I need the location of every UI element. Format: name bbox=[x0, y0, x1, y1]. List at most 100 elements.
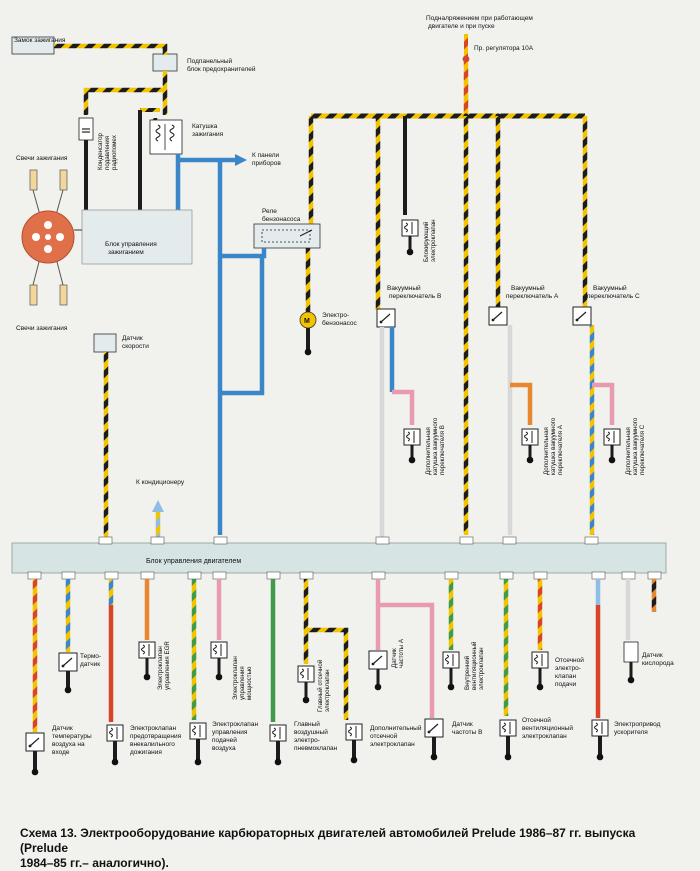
arrow-to-panel-icon bbox=[235, 154, 247, 166]
fuel-pump-label: Электро- bbox=[322, 312, 349, 319]
vacuum-switch-b-label: переключатель В bbox=[389, 293, 441, 300]
main-air-valve-label: электро- bbox=[294, 737, 320, 744]
arrow-to-ac-icon bbox=[152, 500, 164, 512]
iat-sensor-label: воздуха на bbox=[52, 741, 85, 748]
wire-relay-blue bbox=[220, 248, 267, 259]
inner-vent-valve-label: электроклапан bbox=[478, 647, 485, 690]
fuse-block-label: Подпанельный bbox=[187, 57, 233, 65]
freq-sensor-b-label: частоты В bbox=[452, 729, 482, 736]
antidiesel-valve-label: предотвращения bbox=[130, 733, 182, 740]
to-ac-label: К кондиционеру bbox=[136, 479, 185, 486]
main-air-valve-label: пневмоклапан bbox=[294, 745, 338, 752]
thermo-sensor-label: датчик bbox=[80, 661, 100, 668]
spark-plug-icon bbox=[29, 169, 68, 306]
figure-caption: Схема 13. Электрооборудование карбюратор… bbox=[20, 826, 680, 871]
air-supply-valve-label: воздуха bbox=[212, 745, 236, 752]
bypass-valve-coil-icon bbox=[401, 219, 419, 237]
o2-sensor-label: Датчик bbox=[642, 652, 663, 659]
caption-line: 1984–85 гг.– аналогично). bbox=[20, 856, 169, 870]
main-air-valve-icon bbox=[269, 724, 287, 742]
fuse-10a-icon bbox=[462, 55, 470, 63]
wire-fuse-to-condenser bbox=[83, 87, 165, 115]
aux-coil-a-label: переключателя А bbox=[557, 424, 564, 475]
air-supply-valve-label: подачей bbox=[212, 736, 237, 744]
freq-sensor-a-label: Датчик bbox=[391, 648, 398, 668]
speed-sensor-box bbox=[93, 333, 117, 353]
ignition-switch-label: Замок зажигания bbox=[14, 37, 66, 44]
inner-vent-valve-label: вентиляционный bbox=[471, 641, 478, 690]
cutoff-valve-label: подачи bbox=[555, 681, 577, 688]
ignition-control-label: Блок управления bbox=[105, 241, 157, 248]
bypass-valve-label: электроклапан bbox=[430, 219, 437, 262]
bypass-valve-label: Блокирующий bbox=[423, 221, 430, 262]
wire-add-valve bbox=[306, 627, 349, 720]
antidiesel-valve-label: внекалильного bbox=[130, 741, 175, 748]
svg-text:M: M bbox=[304, 318, 310, 325]
fuse-block-label: блок предохранителей bbox=[187, 65, 256, 73]
spark-plugs-bottom-label: Свечи зажигания bbox=[16, 325, 68, 332]
cut-vent-valve-label: Отсечной bbox=[522, 716, 551, 724]
power-valve-label: управления bbox=[239, 666, 246, 700]
air-supply-valve-icon bbox=[189, 722, 207, 740]
inner-vent-valve-icon bbox=[442, 651, 460, 669]
aux-coil-c-label: переключателя С bbox=[639, 424, 646, 475]
egr-valve-label: управления EGR bbox=[164, 641, 171, 690]
cut-vent-valve-label: вентиляционный bbox=[522, 724, 573, 732]
accel-actuator-icon bbox=[591, 719, 609, 737]
cut-vent-valve-label: электроклапан bbox=[522, 733, 567, 740]
aux-coil-c-label: катушка вакуумного bbox=[632, 417, 639, 475]
ignition-coil-label: зажигания bbox=[192, 131, 224, 138]
caption-line: Схема 13. Электрооборудование карбюратор… bbox=[20, 826, 636, 855]
fuel-pump-relay-label: Реле bbox=[262, 208, 277, 215]
add-cut-valve-label: Дополнительный bbox=[370, 724, 422, 732]
wire-freq-b bbox=[378, 602, 435, 718]
ignition-coil-label: Катушка bbox=[192, 123, 218, 130]
add-cut-valve-label: отсечной bbox=[370, 732, 398, 740]
iat-sensor-label: Датчик bbox=[52, 725, 73, 732]
egr-valve-icon bbox=[138, 641, 156, 659]
air-supply-valve-label: Электроклапан bbox=[212, 721, 258, 728]
freq-sensor-a-icon bbox=[368, 650, 388, 670]
cut-vent-valve-icon bbox=[499, 719, 517, 737]
power-valve-label: мощностью bbox=[246, 666, 253, 700]
freq-sensor-b-label: Датчик bbox=[452, 721, 473, 728]
cutoff-valve-label: электро- bbox=[555, 665, 581, 672]
supply-label: двигателе и при пуске bbox=[428, 23, 495, 30]
vacuum-switch-c-label: переключатель С bbox=[587, 293, 640, 300]
vacuum-switch-c-label: Вакуумный bbox=[593, 284, 627, 292]
ignition-control-unit bbox=[81, 209, 193, 265]
condenser-label: радиопомех bbox=[111, 134, 118, 170]
cutoff-valve-label: Отсечной bbox=[555, 656, 584, 664]
thermo-sensor-label: Термо- bbox=[80, 653, 101, 660]
aux-coil-b-icon bbox=[403, 428, 421, 446]
aux-coil-b-label: Дополнительная bbox=[425, 427, 432, 475]
iat-sensor-label: входе bbox=[52, 749, 70, 756]
to-panel-label: приборов bbox=[252, 159, 281, 167]
aux-coil-a-icon bbox=[521, 428, 539, 446]
ignition-control-label: зажиганием bbox=[108, 249, 144, 256]
aux-coil-b-label: переключателя В bbox=[439, 425, 446, 475]
freq-sensor-b-icon bbox=[424, 718, 444, 738]
vacuum-switch-c-icon bbox=[572, 306, 592, 326]
air-supply-valve-label: управления bbox=[212, 729, 248, 736]
engine-control-unit bbox=[11, 542, 667, 574]
aux-coil-c-label: Дополнительная bbox=[625, 427, 632, 475]
aux-coil-a-label: катушка вакуумного bbox=[550, 417, 557, 475]
vacuum-switch-a-icon bbox=[488, 306, 508, 326]
main-air-valve-label: воздушный bbox=[294, 728, 328, 736]
supply-label: Подналряжением при работающем bbox=[426, 14, 533, 22]
speed-sensor-label: скорости bbox=[122, 343, 149, 350]
iat-sensor-label: температуры bbox=[52, 733, 92, 740]
power-valve-icon bbox=[210, 641, 228, 659]
egr-valve-label: Электроклапан bbox=[157, 646, 164, 690]
add-cut-valve-label: электроклапан bbox=[370, 741, 415, 748]
vacuum-switch-b-label: Вакуумный bbox=[387, 284, 421, 292]
accel-actuator-label: Электропривод bbox=[614, 721, 661, 728]
o2-sensor-label: кислорода bbox=[642, 660, 674, 667]
vacuum-switch-a-label: переключатель А bbox=[506, 293, 559, 300]
wire-blue-loop bbox=[220, 256, 265, 396]
condenser-label: Конденсатор bbox=[97, 132, 104, 170]
to-panel-label: К панели bbox=[252, 152, 280, 159]
fuse-10a-label: Пр. регулятора 10А bbox=[474, 45, 534, 52]
